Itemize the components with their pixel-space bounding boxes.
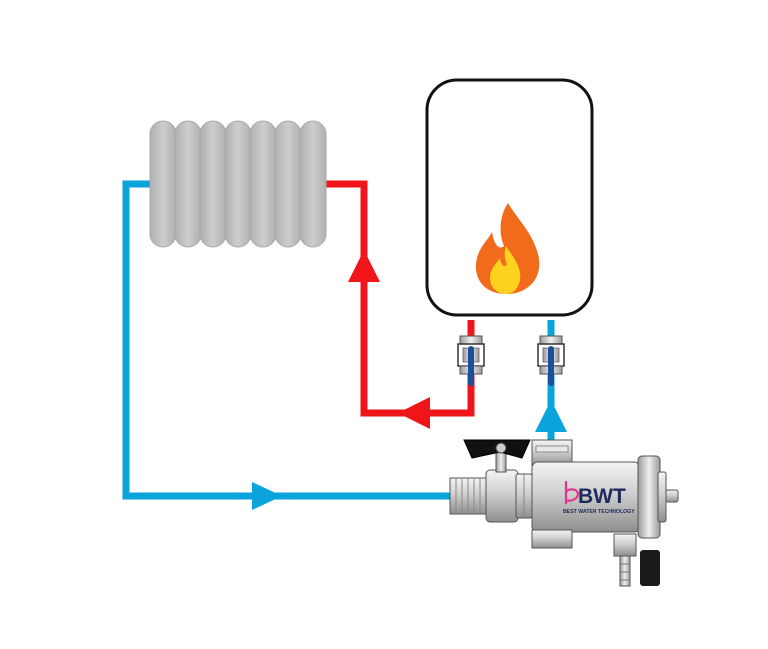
- brand-tagline: BEST WATER TECHNOLOGY: [563, 509, 635, 515]
- arrow-icon: [398, 397, 430, 429]
- cold-return-pipe: [122, 180, 460, 510]
- arrow-icon: [252, 482, 282, 510]
- arrow-icon: [535, 400, 567, 432]
- cold-isolation-valve: [537, 335, 565, 386]
- bwt-logo: BWT BEST WATER TECHNOLOGY: [563, 480, 635, 515]
- flame-icon: [475, 203, 540, 294]
- magnetic-filter: BWT BEST WATER TECHNOLOGY: [449, 439, 679, 587]
- boiler: [425, 78, 594, 317]
- bottom-connector: [531, 529, 573, 549]
- radiator: [149, 120, 327, 248]
- arrow-icon: [348, 250, 380, 282]
- drain-valve: [613, 533, 660, 587]
- brand-name: BWT: [578, 485, 626, 508]
- hot-isolation-valve: [457, 335, 485, 386]
- ball-valve: [463, 439, 531, 523]
- inlet-tail: [449, 477, 487, 515]
